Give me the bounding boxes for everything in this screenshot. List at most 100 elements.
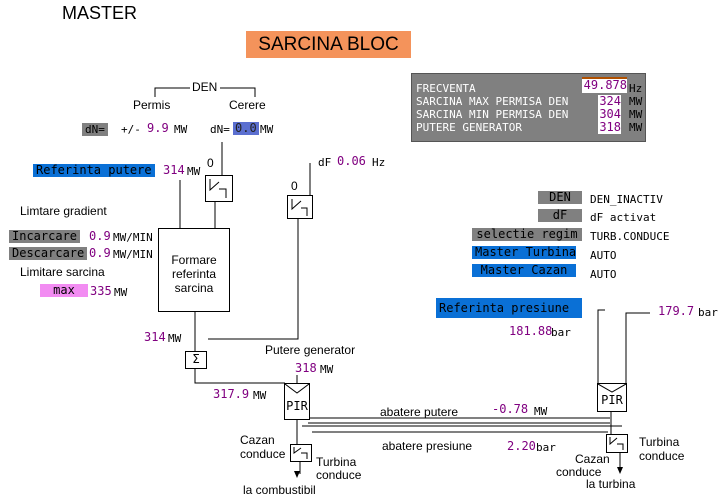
presiune-ref-unit: bar: [551, 326, 571, 339]
df-status-text: dF activat: [590, 211, 657, 224]
master-turbina-button[interactable]: Master Turbina: [472, 246, 576, 259]
frecventa-label: FRECVENTA: [416, 82, 476, 95]
descarcare-button[interactable]: Descarcare: [9, 247, 88, 260]
master-turbina-text: AUTO: [590, 249, 617, 262]
dn-permis-pm: +/-: [121, 123, 141, 136]
formare-referinta-block[interactable]: Formare referinta sarcina: [158, 228, 230, 312]
switch-left-icon: [209, 179, 227, 198]
pir-left-icon: [285, 384, 309, 394]
generator-power-unit: MW: [629, 121, 643, 134]
den-cerere-label: Cerere: [229, 98, 266, 112]
flow-314-unit: MW: [168, 332, 182, 345]
max-load-label: SARCINA MAX PERMISA DEN: [416, 95, 569, 108]
dn-cerere-unit: MW: [260, 123, 274, 136]
switch-cazan-left[interactable]: [290, 444, 312, 462]
turbina-conduce-right-line1: Turbina: [639, 435, 680, 449]
formare-line1: Formare: [171, 253, 217, 267]
cazan-conduce-left-line1: Cazan: [240, 433, 275, 447]
pir-right-icon: [598, 384, 626, 393]
incarcare-unit: MW/MIN: [113, 231, 153, 244]
referinta-putere-value: 314: [163, 163, 185, 177]
descarcare-value: 0.9: [89, 246, 111, 260]
switch-cazan-right[interactable]: [606, 434, 628, 453]
sarcina-bloc-header-button[interactable]: SARCINA BLOC: [246, 31, 411, 58]
df-label: dF: [318, 156, 332, 169]
den-status-tag[interactable]: DEN: [538, 191, 582, 204]
switch-cazan-left-icon: [293, 447, 308, 459]
referinta-putere-unit: MW: [187, 165, 201, 178]
den-status-text: DEN_INACTIV: [590, 193, 663, 206]
putere-generator-label: Putere generator: [265, 343, 356, 357]
pir-left-block[interactable]: PIR: [284, 383, 310, 420]
master-cazan-text: AUTO: [590, 268, 617, 281]
putere-generator-value: 318: [295, 361, 317, 375]
la-combustibil-label: la combustibil: [243, 483, 316, 497]
max-load-limit-value: 335: [90, 284, 112, 298]
descarcare-unit: MW/MIN: [113, 248, 153, 261]
la-turbina-label: la turbina: [586, 477, 636, 491]
turbina-conduce-left-line1: Turbina: [316, 455, 357, 469]
switch-cazan-right-icon: [609, 437, 624, 450]
dn-permis-label: dN=: [82, 123, 108, 136]
flow-3179-unit: MW: [253, 389, 267, 402]
limitare-title: Limitare sarcina: [20, 265, 105, 279]
flow-314-value: 314: [144, 330, 166, 344]
max-load-button[interactable]: max: [40, 284, 88, 297]
turbina-conduce-left-line2: conduce: [316, 468, 362, 482]
incarcare-value: 0.9: [89, 229, 111, 243]
min-load-unit: MW: [629, 108, 643, 121]
incarcare-button[interactable]: Incarcare: [9, 230, 81, 243]
switch-left[interactable]: [205, 175, 233, 202]
switch-right-zero: 0: [291, 179, 298, 193]
dn-cerere-value: 0.0: [233, 121, 259, 135]
referinta-presiune-button[interactable]: Referinta presiune: [436, 298, 582, 318]
presiune-setpoint-unit: bar: [698, 306, 718, 319]
abatere-putere-unit: MW: [534, 405, 548, 418]
df-status-tag[interactable]: dF: [538, 209, 582, 222]
switch-right-icon: [291, 199, 308, 216]
gradient-title: Limtare gradient: [20, 204, 107, 218]
dn-permis-unit: MW: [174, 123, 188, 136]
flow-3179-value: 317.9: [213, 387, 250, 401]
generator-power-value: 318: [598, 120, 621, 134]
turbina-conduce-right-line2: conduce: [639, 449, 685, 463]
min-load-value: 304: [598, 107, 621, 121]
max-load-unit: MW: [629, 95, 643, 108]
df-value: 0.06: [337, 154, 366, 168]
abatere-putere-value: -0.78: [492, 402, 529, 416]
master-cazan-button[interactable]: Master Cazan: [472, 264, 576, 277]
abatere-presiune-unit: bar: [536, 441, 556, 454]
selectie-regim-text: TURB.CONDUCE: [590, 230, 670, 243]
frecventa-value: 49.878: [582, 77, 627, 93]
cazan-conduce-right-line1: Cazan: [575, 452, 610, 466]
info-panel: FRECVENTA SARCINA MAX PERMISA DEN SARCIN…: [411, 73, 646, 142]
generator-power-label: PUTERE GENERATOR: [416, 121, 522, 134]
max-load-limit-unit: MW: [114, 286, 128, 299]
frecventa-unit: Hz: [629, 82, 643, 95]
formare-line3: sarcina: [174, 281, 214, 295]
presiune-ref-value: 181.88: [509, 324, 553, 338]
pir-right-block[interactable]: PIR: [597, 383, 627, 412]
sum-block: Σ: [185, 351, 207, 369]
abatere-presiune-label: abatere presiune: [382, 439, 473, 453]
presiune-setpoint-value: 179.7: [658, 304, 695, 318]
referinta-putere-button[interactable]: Referinta putere: [33, 164, 155, 177]
cazan-conduce-left-line2: conduce: [240, 447, 286, 461]
putere-generator-unit: MW: [320, 363, 334, 376]
selectie-regim-tag[interactable]: selectie regim: [472, 228, 582, 241]
den-permis-label: Permis: [133, 98, 171, 112]
sum-icon: Σ: [192, 352, 200, 366]
min-load-label: SARCINA MIN PERMISA DEN: [416, 108, 569, 121]
switch-right[interactable]: [287, 195, 313, 219]
pir-left-label: PIR: [286, 399, 308, 413]
df-unit: Hz: [372, 156, 386, 169]
page-title: MASTER: [62, 3, 138, 23]
switch-left-zero: 0: [207, 156, 214, 170]
dn-permis-value[interactable]: 9.9: [147, 121, 169, 135]
pir-right-label: PIR: [601, 393, 623, 407]
formare-line2: referinta: [171, 267, 217, 281]
max-load-value: 324: [598, 94, 621, 108]
dn-cerere-label: dN=: [210, 123, 230, 136]
